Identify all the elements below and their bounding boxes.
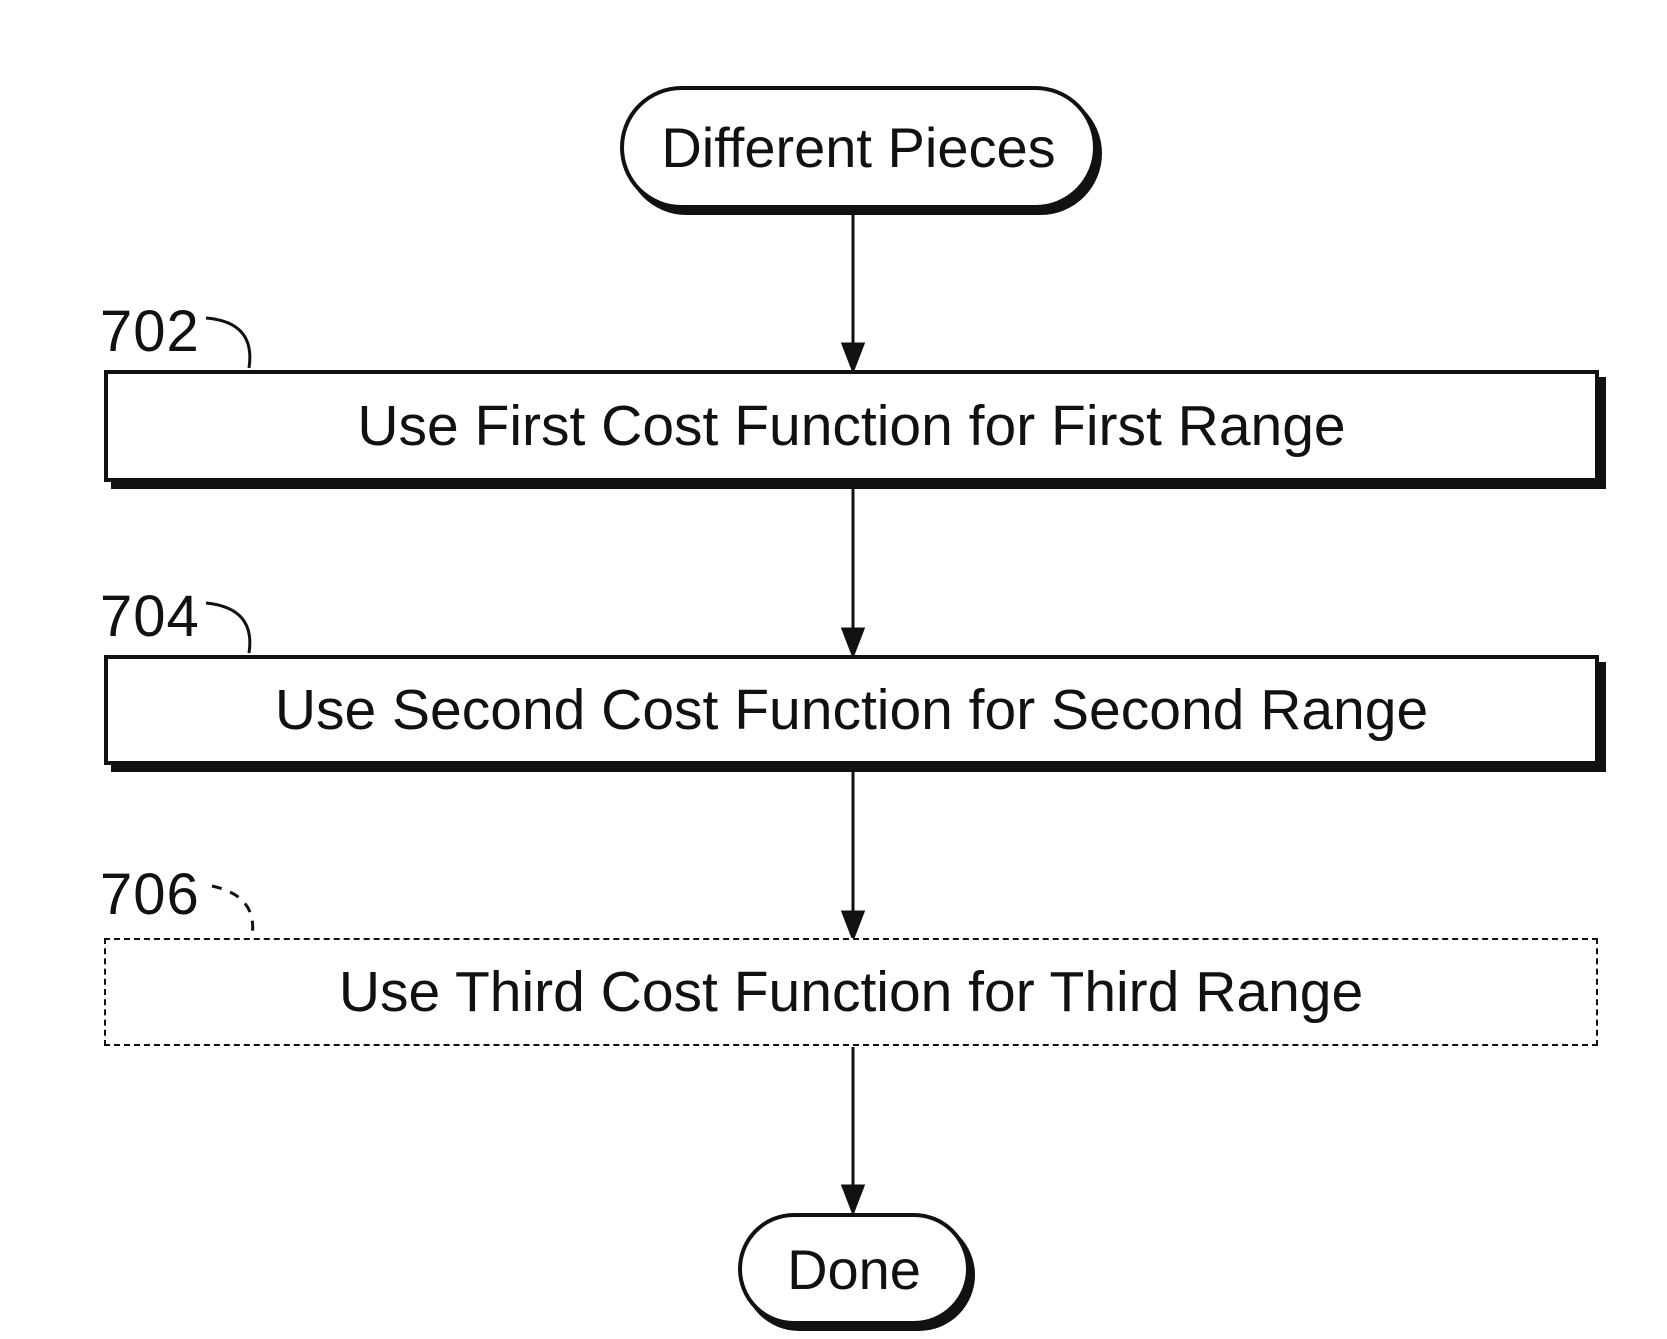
step-box-706: Use Third Cost Function for Third Range	[104, 938, 1598, 1046]
step-box-706-label: Use Third Cost Function for Third Range	[338, 960, 1364, 1024]
terminal-done-label: Done	[787, 1237, 921, 1301]
arrowhead-icon	[840, 627, 866, 660]
ref-number-706-text: 706	[100, 862, 200, 927]
arrowhead-icon	[840, 910, 866, 943]
ref-number-704: 704	[100, 588, 200, 646]
terminal-done: Done	[738, 1213, 970, 1325]
flow-arrow-704-to-706	[840, 772, 866, 943]
terminal-start-label: Different Pieces	[661, 116, 1056, 179]
terminal-start: Different Pieces	[620, 86, 1097, 209]
ref-number-702-text: 702	[100, 299, 200, 364]
ref-number-706: 706	[100, 866, 200, 924]
step-box-704: Use Second Cost Function for Second Rang…	[104, 655, 1599, 765]
ref-leader-706	[211, 884, 255, 937]
arrowhead-icon	[840, 342, 866, 375]
ref-leader-704	[205, 601, 252, 654]
ref-number-702: 702	[100, 303, 200, 361]
flow-arrow-706-to-done	[840, 1047, 866, 1217]
ref-number-704-text: 704	[100, 584, 200, 649]
arrowhead-icon	[840, 1184, 866, 1217]
flow-arrow-start-to-702	[840, 209, 866, 375]
step-box-702-label: Use First Cost Function for First Range	[357, 394, 1346, 458]
step-box-704-label: Use Second Cost Function for Second Rang…	[274, 678, 1429, 742]
flow-arrow-702-to-704	[840, 489, 866, 660]
step-box-702: Use First Cost Function for First Range	[104, 370, 1599, 482]
ref-leader-702	[205, 316, 252, 369]
